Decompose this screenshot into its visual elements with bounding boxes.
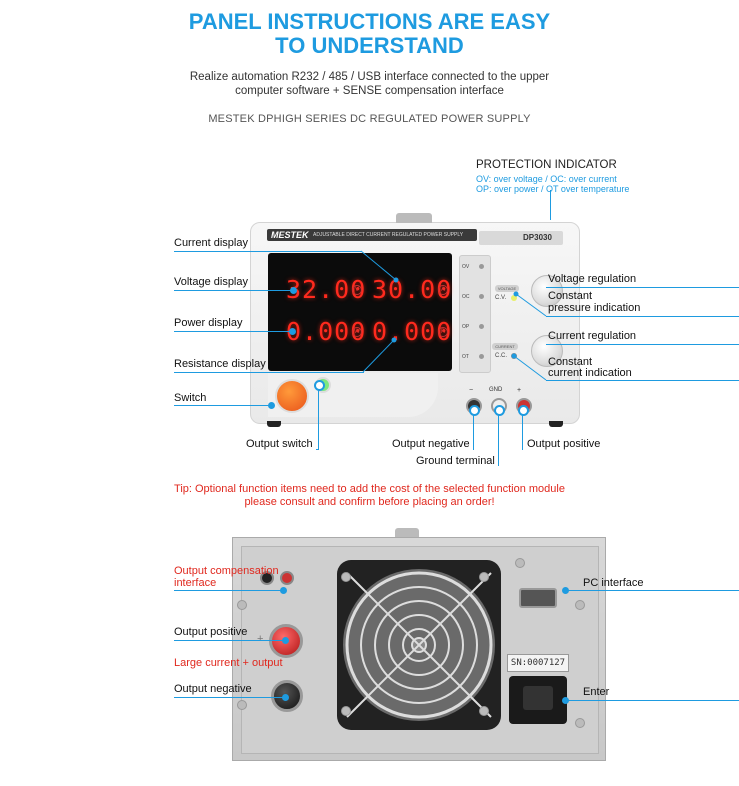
- page-title-line1: PANEL INSTRUCTIONS ARE EASY: [188, 9, 551, 34]
- cv-label: C.V.: [495, 295, 507, 301]
- tip-line2: please consult and confirm before placin…: [244, 496, 495, 508]
- terminal-minus-label: −: [469, 387, 474, 394]
- label-pc-interface: PC interface: [583, 577, 644, 589]
- leader-cv: [513, 291, 547, 317]
- unit-w: W: [352, 327, 362, 337]
- label-output-positive-rear: Output positive: [174, 626, 248, 638]
- sense-positive-terminal[interactable]: [280, 571, 294, 585]
- label-constant-pressure-2: pressure indication: [548, 302, 641, 314]
- label-switch: Switch: [174, 392, 207, 404]
- serial-label: SN:0007127: [507, 654, 569, 672]
- label-output-negative: Output negative: [392, 438, 470, 450]
- label-output-switch: Output switch: [246, 438, 313, 450]
- sense-negative-terminal[interactable]: [260, 571, 274, 585]
- strip-text: ADJUSTABLE DIRECT CURRENT REGULATED POWE…: [313, 232, 464, 238]
- carry-handle: [396, 213, 432, 223]
- voltage-tag: VOLTAGE: [495, 285, 519, 292]
- label-enter: Enter: [583, 686, 610, 698]
- unit-r: R: [438, 327, 448, 337]
- series-label: MESTEK DPHIGH SERIES DC REGULATED POWER …: [208, 113, 531, 125]
- brand-logo: MESTEK: [271, 230, 309, 240]
- led-ov: [479, 264, 484, 269]
- label-large-current: Large current + output: [174, 657, 283, 669]
- indicator-ot: OT: [462, 354, 469, 360]
- led-display: 32.00 V 30.00 A 0.000 W 0.000 R: [268, 253, 452, 371]
- protection-line2: OP: over power / OT over temperature: [476, 184, 630, 194]
- rear-screw-far-right: [575, 600, 585, 610]
- fan-screw-tl: [341, 572, 351, 582]
- rear-screw-left-low: [237, 700, 247, 710]
- label-constant-current-2: current indication: [548, 367, 632, 379]
- unit-v: V: [352, 285, 362, 295]
- subtitle-line1: Realize automation R232 / 485 / USB inte…: [189, 71, 550, 83]
- leader-resistance: [362, 337, 397, 373]
- page-title-line2: TO UNDERSTAND: [275, 33, 464, 58]
- led-op: [479, 324, 484, 329]
- label-output-positive: Output positive: [527, 438, 601, 450]
- led-ot: [479, 354, 484, 359]
- subtitle-line2: computer software + SENSE compensation i…: [235, 85, 504, 97]
- protection-line1: OV: over voltage / OC: over current: [476, 174, 617, 184]
- label-ground-terminal: Ground terminal: [416, 455, 495, 467]
- front-panel: MESTEK ADJUSTABLE DIRECT CURRENT REGULAT…: [250, 213, 580, 427]
- fan-screw-tr: [479, 572, 489, 582]
- leader-current: [360, 250, 399, 283]
- label-voltage-display: Voltage display: [174, 276, 248, 288]
- protection-title: PROTECTION INDICATOR: [476, 159, 617, 171]
- indicator-oc: OC: [462, 294, 470, 300]
- db9-connector[interactable]: [519, 588, 557, 608]
- label-current-regulation: Current regulation: [548, 330, 637, 342]
- label-power-display: Power display: [174, 317, 243, 329]
- rear-panel: + SN:0007127: [232, 537, 606, 761]
- plus-mark: +: [257, 633, 264, 645]
- rear-handle: [395, 528, 419, 538]
- fan-screw-br: [479, 706, 489, 716]
- leader-cc: [511, 353, 547, 381]
- label-compensation-1: Output compensation: [174, 565, 279, 577]
- tip-line1: Tip: Optional function items need to add…: [174, 483, 565, 495]
- fan-grille: [343, 569, 495, 721]
- indicator-op: OP: [462, 324, 470, 330]
- cc-label: C.C.: [495, 353, 507, 359]
- rear-screw-right: [515, 558, 525, 568]
- current-knob[interactable]: [531, 335, 563, 367]
- power-switch[interactable]: [275, 379, 309, 413]
- rear-screw-left: [237, 600, 247, 610]
- indicator-ov: OV: [462, 264, 470, 270]
- label-output-negative-rear: Output negative: [174, 683, 252, 695]
- cv-led: [511, 295, 517, 301]
- label-current-display: Current display: [174, 237, 248, 249]
- label-constant-current-1: Constant: [548, 356, 593, 368]
- rear-screw-low-right: [575, 718, 585, 728]
- unit-a: A: [438, 285, 448, 295]
- voltage-knob[interactable]: [531, 275, 563, 307]
- current-tag: CURRENT: [492, 343, 518, 350]
- terminal-gnd-label: GND: [489, 387, 503, 393]
- label-voltage-regulation: Voltage regulation: [548, 273, 637, 285]
- fan-screw-bl: [341, 706, 351, 716]
- label-constant-pressure-1: Constant: [548, 290, 593, 302]
- model-label: DP3030: [523, 233, 552, 242]
- protection-indicator-panel: OV OC OP OT: [459, 255, 491, 373]
- label-resistance-display: Resistance display: [174, 358, 266, 370]
- terminal-plus-label: +: [517, 387, 522, 394]
- led-oc: [479, 294, 484, 299]
- label-compensation-2: interface: [174, 577, 217, 589]
